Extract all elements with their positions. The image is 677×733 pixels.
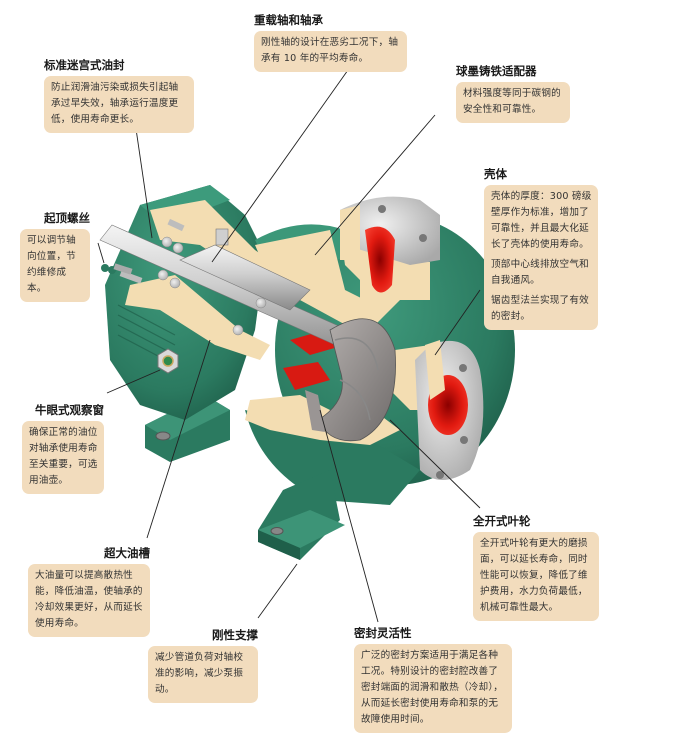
callout-body: 壳体的厚度：300 磅级壁厚作为标准，增加了可靠性，并且最大化延长了壳体的使用寿… bbox=[484, 185, 598, 330]
callout-text: 刚性轴的设计在恶劣工况下，轴承有 10 年的平均寿命。 bbox=[261, 37, 399, 64]
callout-title: 球墨铸铁适配器 bbox=[456, 64, 537, 78]
discharge-flange bbox=[340, 196, 440, 293]
callout-body: 材料强度等同于碳钢的安全性和可靠性。 bbox=[456, 82, 570, 123]
callout-open-impeller: 全开式叶轮 全开式叶轮有更大的磨损面，可以延长寿命，同时性能可以恢复，降低了维护… bbox=[473, 513, 599, 621]
callout-body: 防止润滑油污染或损失引起轴承过早失效，轴承运行温度更低，使用寿命更长。 bbox=[44, 76, 194, 133]
callout-title: 重载轴和轴承 bbox=[254, 13, 323, 27]
callout-text: 减少管道负荷对轴校准的影响，减少泵振动。 bbox=[155, 652, 244, 695]
callout-text: 广泛的密封方案适用于满足各种工况。特别设计的密封腔改善了密封端面的润滑和散热（冷… bbox=[361, 650, 504, 725]
callout-title: 牛眼式观察窗 bbox=[35, 403, 104, 417]
callout-rigid-foot: 刚性支撑 减少管道负荷对轴校准的影响，减少泵振动。 bbox=[148, 627, 258, 703]
callout-body: 大油量可以提高散热性能，降低油温，使轴承的冷却效果更好，从而延长使用寿命。 bbox=[28, 564, 150, 637]
callout-body: 广泛的密封方案适用于满足各种工况。特别设计的密封腔改善了密封端面的润滑和散热（冷… bbox=[354, 644, 512, 733]
suction-flange bbox=[415, 340, 484, 480]
callout-title: 超大油槽 bbox=[104, 546, 150, 560]
callout-body: 全开式叶轮有更大的磨损面，可以延长寿命，同时性能可以恢复，降低了维护费用，水力负… bbox=[473, 532, 599, 621]
callout-jack-screw: 起顶螺丝 可以调节轴向位置，节约维修成本。 bbox=[20, 210, 90, 302]
callout-text: 可以调节轴向位置，节约维修成本。 bbox=[27, 235, 76, 294]
impeller bbox=[305, 318, 396, 442]
callout-text: 材料强度等同于碳钢的安全性和可靠性。 bbox=[463, 88, 561, 115]
callout-text: 壳体的厚度：300 磅级壁厚作为标准，增加了可靠性，并且最大化延长了壳体的使用寿… bbox=[491, 191, 592, 250]
callout-heavy-shaft: 重载轴和轴承 刚性轴的设计在恶劣工况下，轴承有 10 年的平均寿命。 bbox=[254, 12, 407, 72]
callout-title: 起顶螺丝 bbox=[44, 211, 90, 225]
callout-text: 顶部中心线排放空气和自我通风。 bbox=[491, 259, 589, 286]
front-foot bbox=[258, 470, 345, 560]
callout-labyrinth-seal: 标准迷宫式油封 防止润滑油污染或损失引起轴承过早失效，轴承运行温度更低，使用寿命… bbox=[44, 57, 194, 133]
callout-text: 确保正常的油位对轴承使用寿命至关重要，可选用油壶。 bbox=[29, 427, 98, 486]
callout-body: 减少管道负荷对轴校准的影响，减少泵振动。 bbox=[148, 646, 258, 703]
callout-title: 标准迷宫式油封 bbox=[44, 58, 125, 72]
callout-text: 全开式叶轮有更大的磨损面，可以延长寿命，同时性能可以恢复，降低了维护费用，水力负… bbox=[480, 538, 588, 613]
callout-casing: 壳体 壳体的厚度：300 磅级壁厚作为标准，增加了可靠性，并且最大化延长了壳体的… bbox=[484, 166, 598, 330]
leader-lines bbox=[97, 69, 481, 623]
callout-title: 密封灵活性 bbox=[354, 626, 412, 640]
callout-ductile-adapter: 球墨铸铁适配器 材料强度等同于碳钢的安全性和可靠性。 bbox=[456, 63, 570, 123]
callout-text: 防止润滑油污染或损失引起轴承过早失效，轴承运行温度更低，使用寿命更长。 bbox=[51, 82, 179, 125]
jack-screw bbox=[101, 263, 133, 275]
callout-seal-flexibility: 密封灵活性 广泛的密封方案适用于满足各种工况。特别设计的密封腔改善了密封端面的润… bbox=[354, 625, 512, 733]
callout-title: 壳体 bbox=[484, 167, 507, 181]
callout-body: 确保正常的油位对轴承使用寿命至关重要，可选用油壶。 bbox=[22, 421, 104, 494]
sight-glass-fitting bbox=[157, 348, 179, 374]
callout-oil-sump: 超大油槽 大油量可以提高散热性能，降低油温，使轴承的冷却效果更好，从而延长使用寿… bbox=[28, 545, 150, 637]
callout-title: 全开式叶轮 bbox=[473, 514, 531, 528]
callout-text: 锯齿型法兰实现了有效的密封。 bbox=[491, 295, 589, 322]
callout-title: 刚性支撑 bbox=[212, 628, 258, 642]
callout-body: 刚性轴的设计在恶劣工况下，轴承有 10 年的平均寿命。 bbox=[254, 31, 407, 72]
callout-text: 大油量可以提高散热性能，降低油温，使轴承的冷却效果更好，从而延长使用寿命。 bbox=[35, 570, 143, 629]
callout-sight-glass: 牛眼式观察窗 确保正常的油位对轴承使用寿命至关重要，可选用油壶。 bbox=[22, 402, 104, 494]
callout-body: 可以调节轴向位置，节约维修成本。 bbox=[20, 229, 90, 302]
